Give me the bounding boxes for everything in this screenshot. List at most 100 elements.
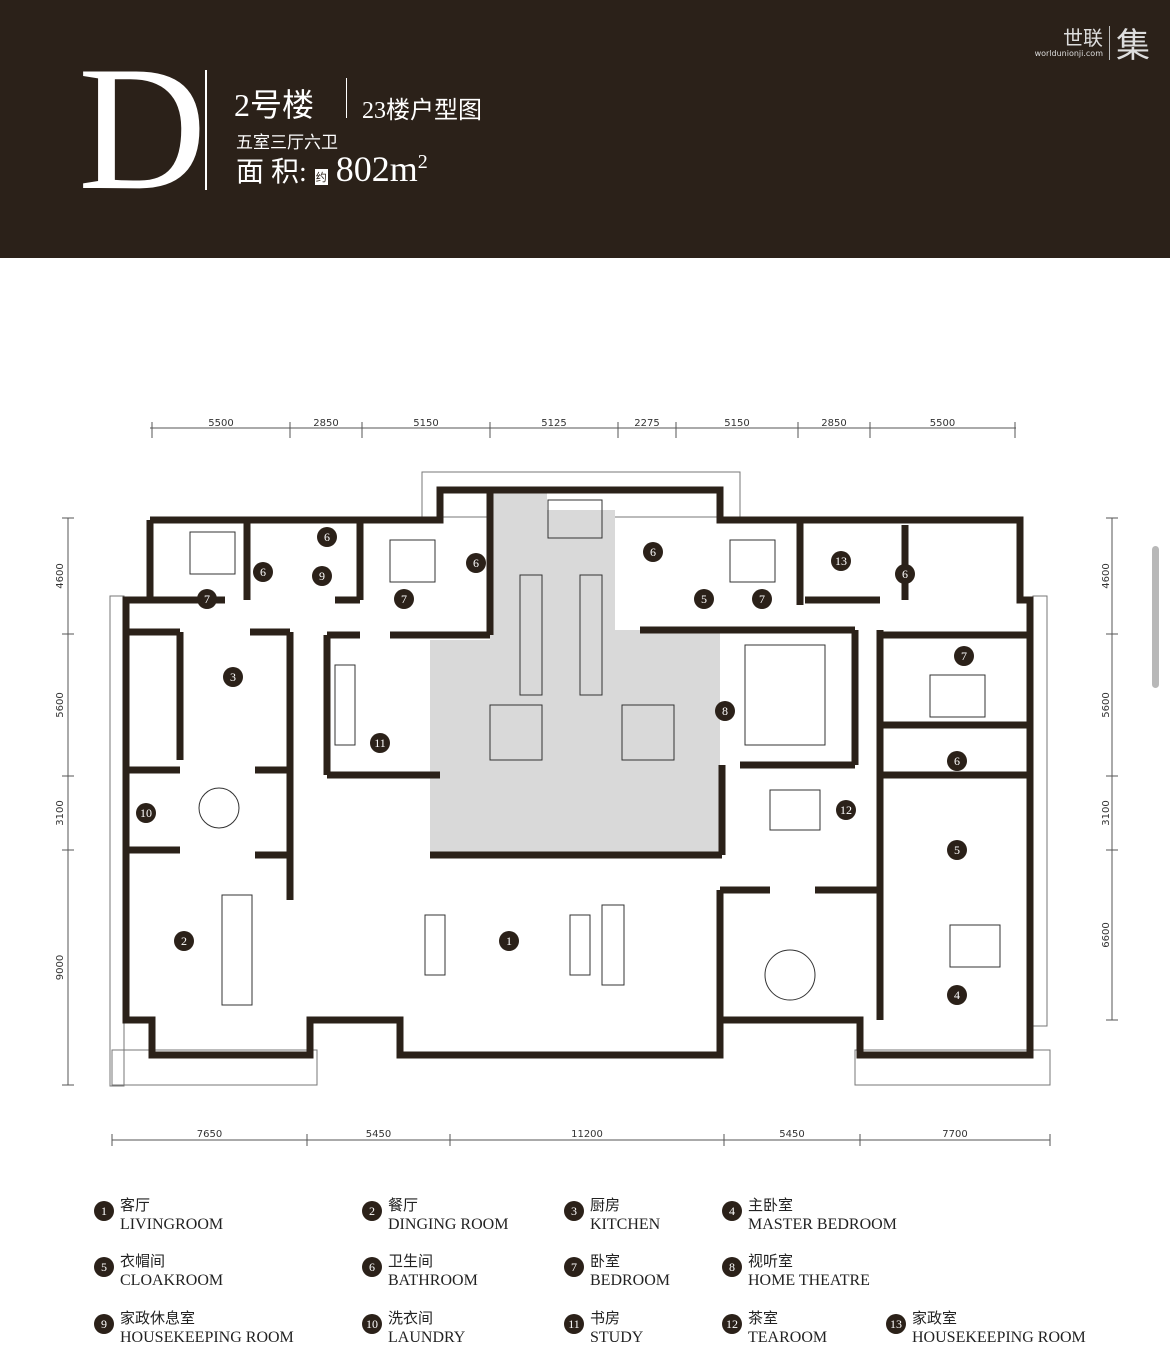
brand-logo: 世联 worldunionji.com 集	[1035, 18, 1150, 67]
room-marker-1: 1	[499, 931, 519, 951]
dimension-label: 5500	[208, 418, 233, 429]
room-marker-4: 4	[947, 985, 967, 1005]
room-marker-5: 5	[947, 840, 967, 860]
legend-item: 9 家政休息室 HOUSEKEEPING ROOM	[94, 1309, 294, 1347]
room-marker-10: 10	[136, 803, 156, 823]
legend-cn: 卫生间	[388, 1252, 434, 1270]
dimension-label: 4600	[1101, 563, 1112, 588]
legend-en: LAUNDRY	[388, 1329, 466, 1346]
dimension-label: 3100	[1101, 800, 1112, 825]
divider	[346, 78, 347, 118]
legend-item: 6 卫生间 BATHROOM	[362, 1252, 478, 1290]
furniture	[189, 499, 1001, 1006]
room-marker-6: 6	[895, 564, 915, 584]
legend-en: LIVINGROOM	[120, 1216, 224, 1233]
legend-en: MASTER BEDROOM	[748, 1216, 897, 1233]
legend-number: 5	[94, 1257, 114, 1277]
legend-cn: 家政休息室	[120, 1309, 196, 1327]
legend-number: 8	[722, 1257, 742, 1277]
legend-en: DINGING ROOM	[388, 1216, 509, 1233]
dimension-label: 5500	[930, 418, 955, 429]
legend-number: 10	[362, 1314, 382, 1334]
room-marker-7: 7	[394, 589, 414, 609]
legend-en: BATHROOM	[388, 1272, 478, 1289]
legend-number: 3	[564, 1201, 584, 1221]
logo-mark: 集	[1116, 26, 1150, 66]
room-marker-7: 7	[752, 589, 772, 609]
legend-number: 4	[722, 1201, 742, 1221]
room-marker-13: 13	[831, 551, 851, 571]
core-area	[430, 490, 722, 855]
legend-cn: 洗衣间	[388, 1309, 434, 1327]
room-marker-6: 6	[947, 751, 967, 771]
dimension-label: 7650	[197, 1129, 222, 1140]
logo-url: worldunionji.com	[1034, 49, 1103, 58]
legend-cn: 餐厅	[388, 1196, 419, 1214]
dimension-label: 5600	[55, 692, 66, 717]
dimension-lines	[67, 427, 1113, 1141]
legend-item: 10 洗衣间 LAUNDRY	[362, 1309, 465, 1347]
legend-number: 11	[564, 1314, 584, 1334]
dimension-label: 5450	[366, 1129, 391, 1140]
room-marker-6: 6	[466, 553, 486, 573]
room-marker-2: 2	[174, 931, 194, 951]
legend-number: 12	[722, 1314, 742, 1334]
dimension-label: 5600	[1101, 692, 1112, 717]
room-marker-3: 3	[223, 667, 243, 687]
logo-brand: 世联	[1063, 26, 1103, 50]
legend-en: HOME THEATRE	[748, 1272, 870, 1289]
area-value: 802m2	[336, 148, 428, 190]
legend-en: HOUSEKEEPING ROOM	[120, 1329, 294, 1346]
legend-item: 4 主卧室 MASTER BEDROOM	[722, 1196, 897, 1234]
area-unit-sup: 2	[417, 151, 428, 173]
dimension-label: 5450	[779, 1129, 804, 1140]
dimension-label: 2275	[634, 418, 659, 429]
legend-en: KITCHEN	[590, 1216, 661, 1233]
building-title: 2号楼	[234, 87, 315, 123]
area-row: 面 积: 约 802m2	[236, 148, 428, 190]
scrollbar[interactable]	[1152, 546, 1159, 688]
legend-cn: 卧室	[590, 1252, 621, 1270]
room-marker-6: 6	[643, 542, 663, 562]
area-number: 802m	[335, 149, 418, 189]
room-marker-7: 7	[197, 589, 217, 609]
legend-en: TEAROOM	[748, 1329, 828, 1346]
room-marker-8: 8	[715, 701, 735, 721]
legend-cn: 衣帽间	[120, 1252, 166, 1270]
room-marker-7: 7	[954, 646, 974, 666]
unit-letter: D	[78, 29, 207, 227]
dimension-label: 4600	[55, 563, 66, 588]
floor-plan-title: 23楼户型图	[362, 98, 482, 124]
legend-number: 6	[362, 1257, 382, 1277]
logo-divider	[1109, 25, 1110, 60]
layout-text: 五室三厅六卫	[236, 133, 338, 153]
legend-number: 13	[886, 1314, 906, 1334]
legend-number: 9	[94, 1314, 114, 1334]
dimension-label: 7700	[942, 1129, 967, 1140]
area-label: 面 积:	[236, 157, 307, 188]
legend-cn: 客厅	[120, 1196, 151, 1214]
legend-en: HOUSEKEEPING ROOM	[912, 1329, 1086, 1346]
legend-cn: 茶室	[748, 1309, 779, 1327]
walls	[122, 486, 1034, 1059]
legend-item: 12 茶室 TEAROOM	[722, 1309, 827, 1347]
legend-cn: 主卧室	[748, 1196, 794, 1214]
room-marker-6: 6	[253, 562, 273, 582]
dimension-label: 6600	[1101, 922, 1112, 947]
dimension-label: 5150	[724, 418, 749, 429]
dimension-label: 2850	[313, 418, 338, 429]
dimension-label: 5125	[541, 418, 566, 429]
dimension-label: 2850	[821, 418, 846, 429]
room-marker-6: 6	[317, 527, 337, 547]
divider	[205, 70, 207, 190]
legend-en: STUDY	[590, 1329, 644, 1346]
room-marker-9: 9	[312, 566, 332, 586]
approx-badge: 约	[314, 169, 328, 185]
